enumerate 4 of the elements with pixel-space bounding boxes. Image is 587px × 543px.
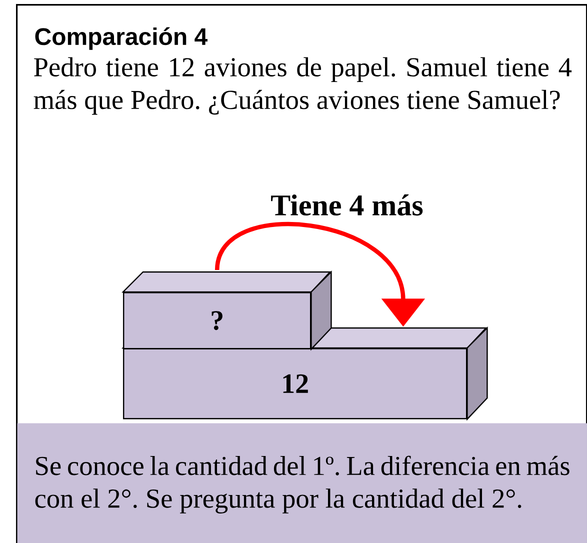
edge-label: Tiene 4 más [271, 194, 423, 216]
note-band: Se conoce la cantidad del 1º. La diferencia en más con el 2°. Se pregunta por la cantidad del 2°. [17, 423, 587, 543]
problem-text: Pedro tiene 12 aviones de papel. Samuel tiene 4 más que Pedro. ¿Cuántos aviones tiene Samuel? [34, 57, 572, 115]
card-title: Comparación 4 [35, 27, 208, 50]
